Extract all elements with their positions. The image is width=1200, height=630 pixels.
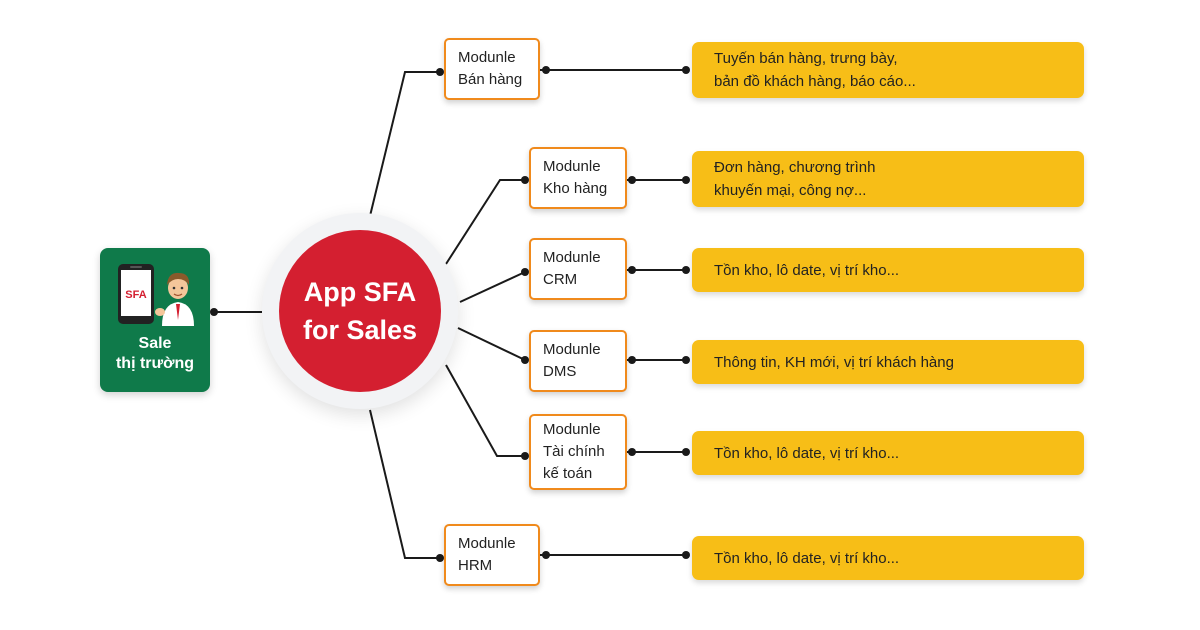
description-text: Thông tin, KH mới, vị trí khách hàng — [714, 353, 954, 371]
description-tai-chinh-ke-toan: Tồn kho, lô date, vị trí kho... — [692, 431, 1084, 475]
module-label: Modunle HRM — [458, 535, 516, 574]
phone-sfa-label: SFA — [125, 289, 146, 301]
module-ban-hang: Modunle Bán hàng — [444, 38, 540, 100]
description-text: Tồn kho, lô date, vị trí kho... — [714, 444, 900, 462]
description-text: Tuyến bán hàng, trưng bày, bản đồ khách … — [714, 50, 916, 90]
description-dms: Thông tin, KH mới, vị trí khách hàng — [692, 340, 1084, 384]
module-hrm: Modunle HRM — [444, 524, 540, 586]
module-label: Modunle DMS — [543, 341, 601, 380]
module-dms: Modunle DMS — [529, 330, 627, 392]
salesman-phone-icon: SFA — [118, 264, 194, 326]
module-kho-hang: Modunle Kho hàng — [529, 147, 627, 209]
persona-label: Sale thị trường — [115, 335, 195, 372]
module-label: Modunle CRM — [543, 249, 601, 288]
hub-circle: App SFA for Sales — [279, 230, 441, 392]
description-hrm: Tồn kho, lô date, vị trí kho... — [692, 536, 1084, 580]
description-crm: Tồn kho, lô date, vị trí kho... — [692, 248, 1084, 292]
module-crm: Modunle CRM — [529, 238, 627, 300]
description-text: Đơn hàng, chương trình khuyến mại, công … — [714, 159, 876, 199]
description-ban-hang: Tuyến bán hàng, trưng bày, bản đồ khách … — [692, 42, 1084, 98]
description-text: Tồn kho, lô date, vị trí kho... — [714, 549, 900, 567]
persona-card: SFA Sale thị trường — [100, 248, 210, 392]
hub-title: App SFA for Sales — [302, 277, 418, 345]
module-label: Modunle Kho hàng — [543, 158, 608, 197]
module-label: Modunle Tài chính kế toán — [543, 421, 605, 482]
description-text: Tồn kho, lô date, vị trí kho... — [714, 261, 900, 279]
module-label: Modunle Bán hàng — [458, 49, 523, 88]
module-tai-chinh-ke-toan: Modunle Tài chính kế toán — [529, 414, 627, 490]
description-kho-hang: Đơn hàng, chương trình khuyến mại, công … — [692, 151, 1084, 207]
